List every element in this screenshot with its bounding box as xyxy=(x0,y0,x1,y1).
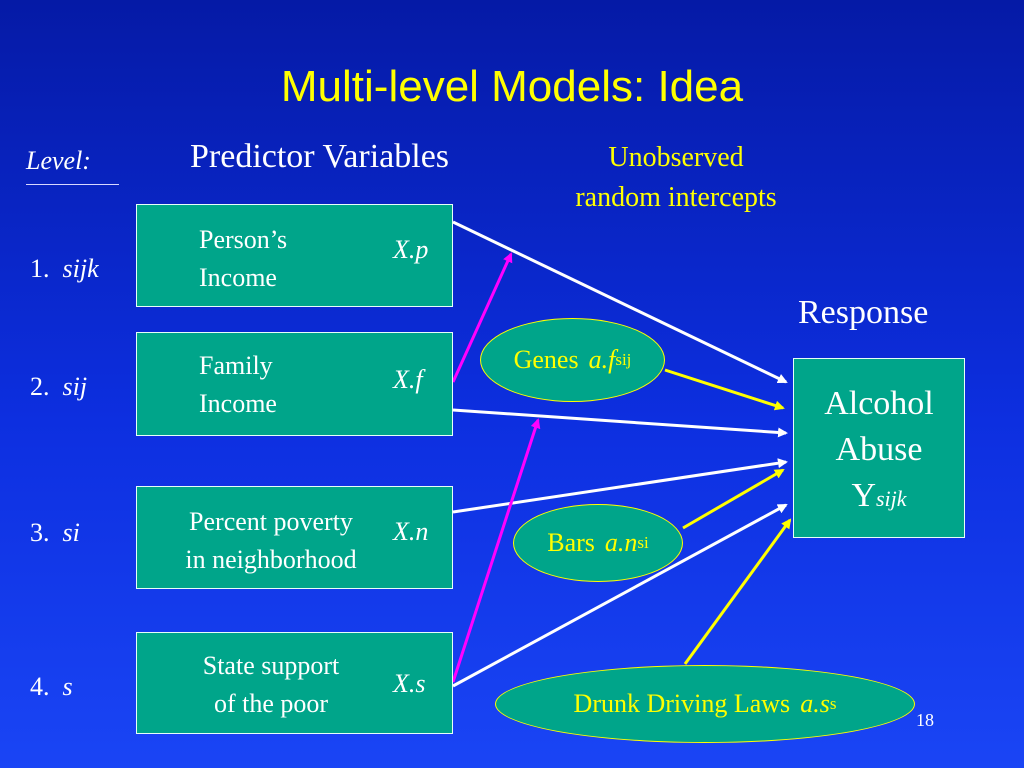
intercept-laws-variable: a.s xyxy=(800,689,830,718)
level-4-subscript: s xyxy=(62,672,73,701)
intercept-bars-subscript: si xyxy=(637,533,649,552)
level-1: 1. sijk xyxy=(30,254,99,284)
level-3-number: 3. xyxy=(30,518,50,547)
level-3-subscript: si xyxy=(62,518,80,547)
predictor-person-income-label: Person’s Income xyxy=(199,221,287,297)
intercept-laws-subscript: s xyxy=(829,694,837,713)
response-variable: Ysijk xyxy=(794,473,964,522)
predictor-percent-poverty-label: Percent poverty in neighborhood xyxy=(147,503,395,579)
arrow-state-to-family-magenta xyxy=(451,418,541,683)
label-line: Income xyxy=(199,263,277,292)
level-1-subscript: sijk xyxy=(62,254,99,283)
intercept-genes-label: Genes xyxy=(513,345,579,374)
label-line: in neighborhood xyxy=(185,545,357,574)
response-box-alcohol-abuse: Alcohol Abuse Ysijk xyxy=(793,358,965,538)
response-line-2: Abuse xyxy=(835,431,923,468)
label-line: Family xyxy=(199,351,273,380)
intercept-laws-label: Drunk Driving Laws xyxy=(573,689,791,718)
level-3: 3. si xyxy=(30,518,80,548)
predictor-family-income-label: Family Income xyxy=(199,347,277,423)
level-2-number: 2. xyxy=(30,372,50,401)
label-line: Percent poverty xyxy=(189,507,353,536)
arrow-bars-to-response xyxy=(682,468,785,530)
predictor-state-support-variable: X.s xyxy=(393,669,426,698)
arrow-family-to-person-magenta xyxy=(451,252,513,383)
predictor-box-percent-poverty: Percent poverty in neighborhood X.n xyxy=(136,486,453,589)
arrow-laws-to-response xyxy=(683,518,792,665)
predictor-family-income-variable: X.f xyxy=(393,365,423,394)
label-line: State support xyxy=(202,651,340,680)
level-4: 4. s xyxy=(30,672,73,702)
page-number: 18 xyxy=(916,710,934,730)
slide-title: Multi-level Models: Idea xyxy=(280,62,744,111)
arrow-state-support-to-response xyxy=(452,503,788,688)
predictor-state-support-label: State support of the poor xyxy=(147,647,395,723)
arrow-family-income-to-response xyxy=(452,408,788,438)
intercept-genes-variable: a.f xyxy=(588,345,616,374)
level-1-number: 1. xyxy=(30,254,50,283)
arrow-person-income-to-response xyxy=(452,220,788,384)
predictor-person-income-variable: X.p xyxy=(393,235,429,264)
level-2-subscript: sij xyxy=(62,372,88,401)
predictor-box-person-income: Person’s Income X.p xyxy=(136,204,453,307)
level-header-underline xyxy=(26,184,119,185)
intercept-genes-subscript: sij xyxy=(615,350,632,369)
response-variable-subscript: sijk xyxy=(876,486,907,511)
predictor-variables-header: Predictor Variables xyxy=(190,138,450,175)
predictor-percent-poverty-variable: X.n xyxy=(393,517,429,546)
response-header: Response xyxy=(798,294,929,331)
arrow-genes-to-response xyxy=(664,368,785,411)
arrow-poverty-to-response xyxy=(452,458,788,514)
label-line: Income xyxy=(199,389,277,418)
unobserved-header-line-2: random intercepts xyxy=(575,182,777,213)
predictor-box-state-support: State support of the poor X.s xyxy=(136,632,453,734)
unobserved-header-line-1: Unobserved xyxy=(608,142,744,173)
label-line: of the poor xyxy=(213,689,329,718)
label-line: Person’s xyxy=(199,225,288,254)
level-header: Level: xyxy=(26,146,91,175)
unobserved-intercepts-header: Unobserved random intercepts xyxy=(548,138,804,218)
level-2: 2. sij xyxy=(30,372,87,402)
predictor-box-family-income: Family Income X.f xyxy=(136,332,453,436)
level-4-number: 4. xyxy=(30,672,50,701)
intercept-bars-label: Bars xyxy=(547,528,595,557)
response-variable-letter: Y xyxy=(851,477,876,514)
response-line-1: Alcohol xyxy=(824,385,934,422)
intercept-bars-variable: a.n xyxy=(604,528,638,557)
